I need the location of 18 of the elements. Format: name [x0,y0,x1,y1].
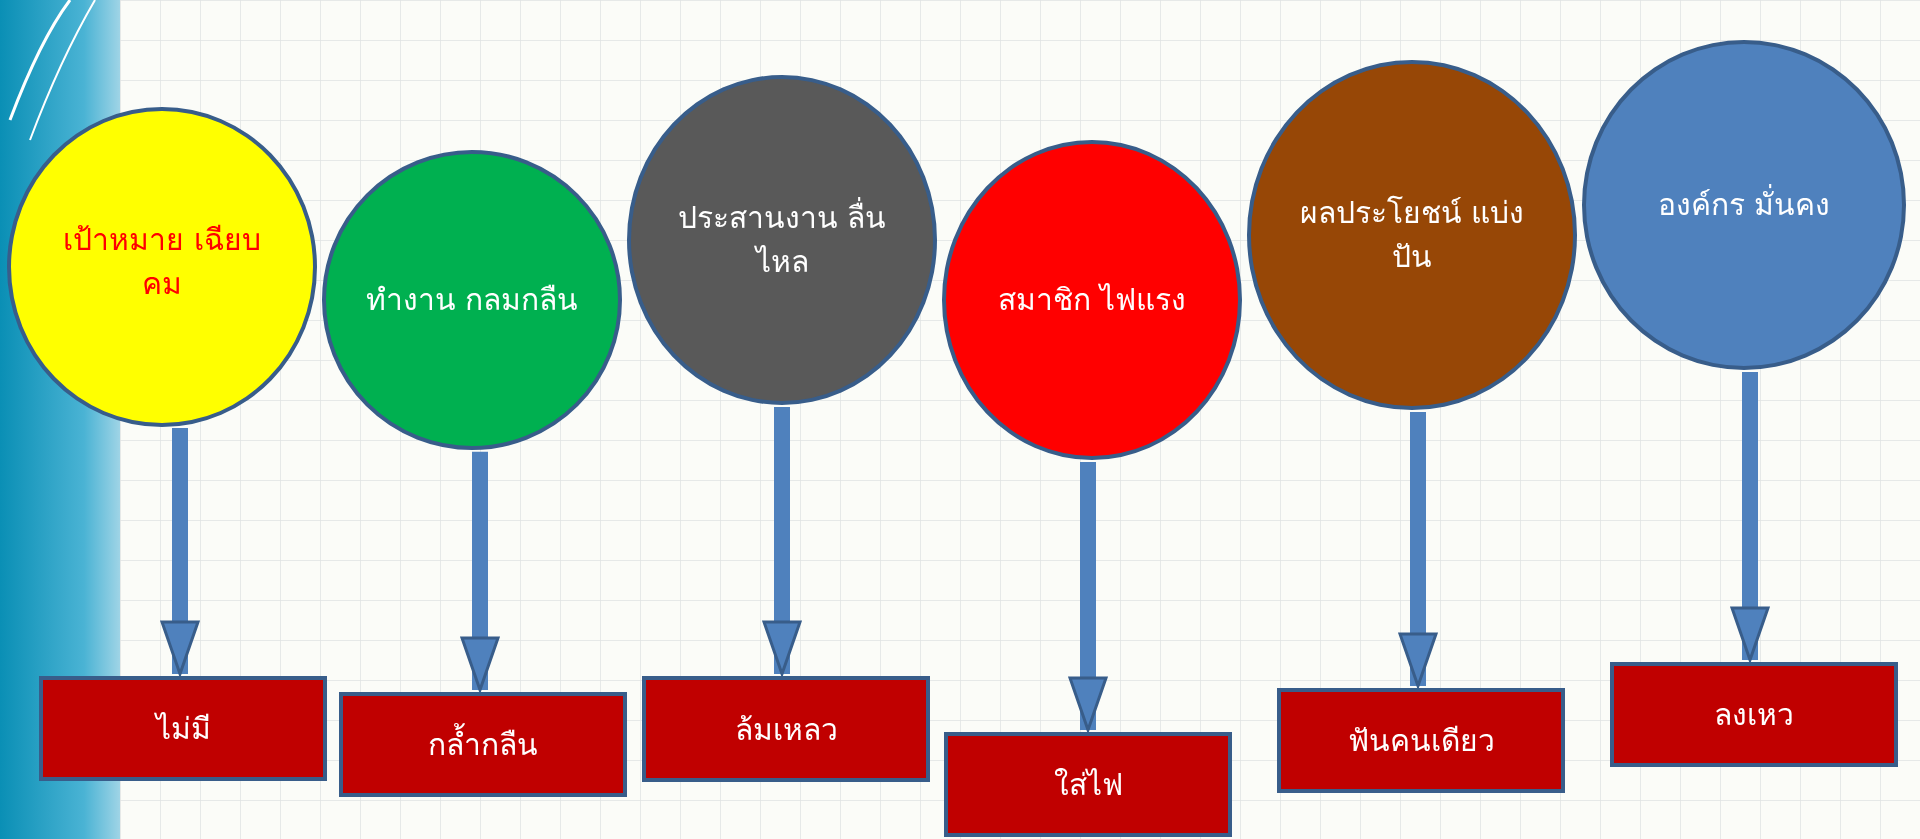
outcome-box: ไม่มี [39,676,327,781]
outcome-box: ลงเหว [1610,662,1898,767]
arrow [460,451,500,692]
circle-label: สมาชิก ไฟแรง [996,281,1188,319]
circle-label: องค์กร มั่นคง [1624,183,1864,227]
circle-label: ทำงาน กลมกลืน [364,281,580,319]
outcome-box: ใส่ไฟ [944,732,1232,837]
circle-label: ประสานงาน ลื่นไหล [667,196,897,284]
arrow [762,407,802,676]
circle-label: เป้าหมาย เฉียบคม [62,221,262,303]
arrow [1068,461,1108,732]
arrow [1398,411,1438,688]
outcome-box: ล้มเหลว [642,676,930,782]
outcome-box: กล้ำกลืน [339,692,627,797]
circle-label: ผลประโยชน์ แบ่งปัน [1298,194,1526,276]
outcome-box: ฟันคนเดียว [1277,688,1565,793]
arrow [160,427,200,676]
arrow [1730,371,1770,662]
